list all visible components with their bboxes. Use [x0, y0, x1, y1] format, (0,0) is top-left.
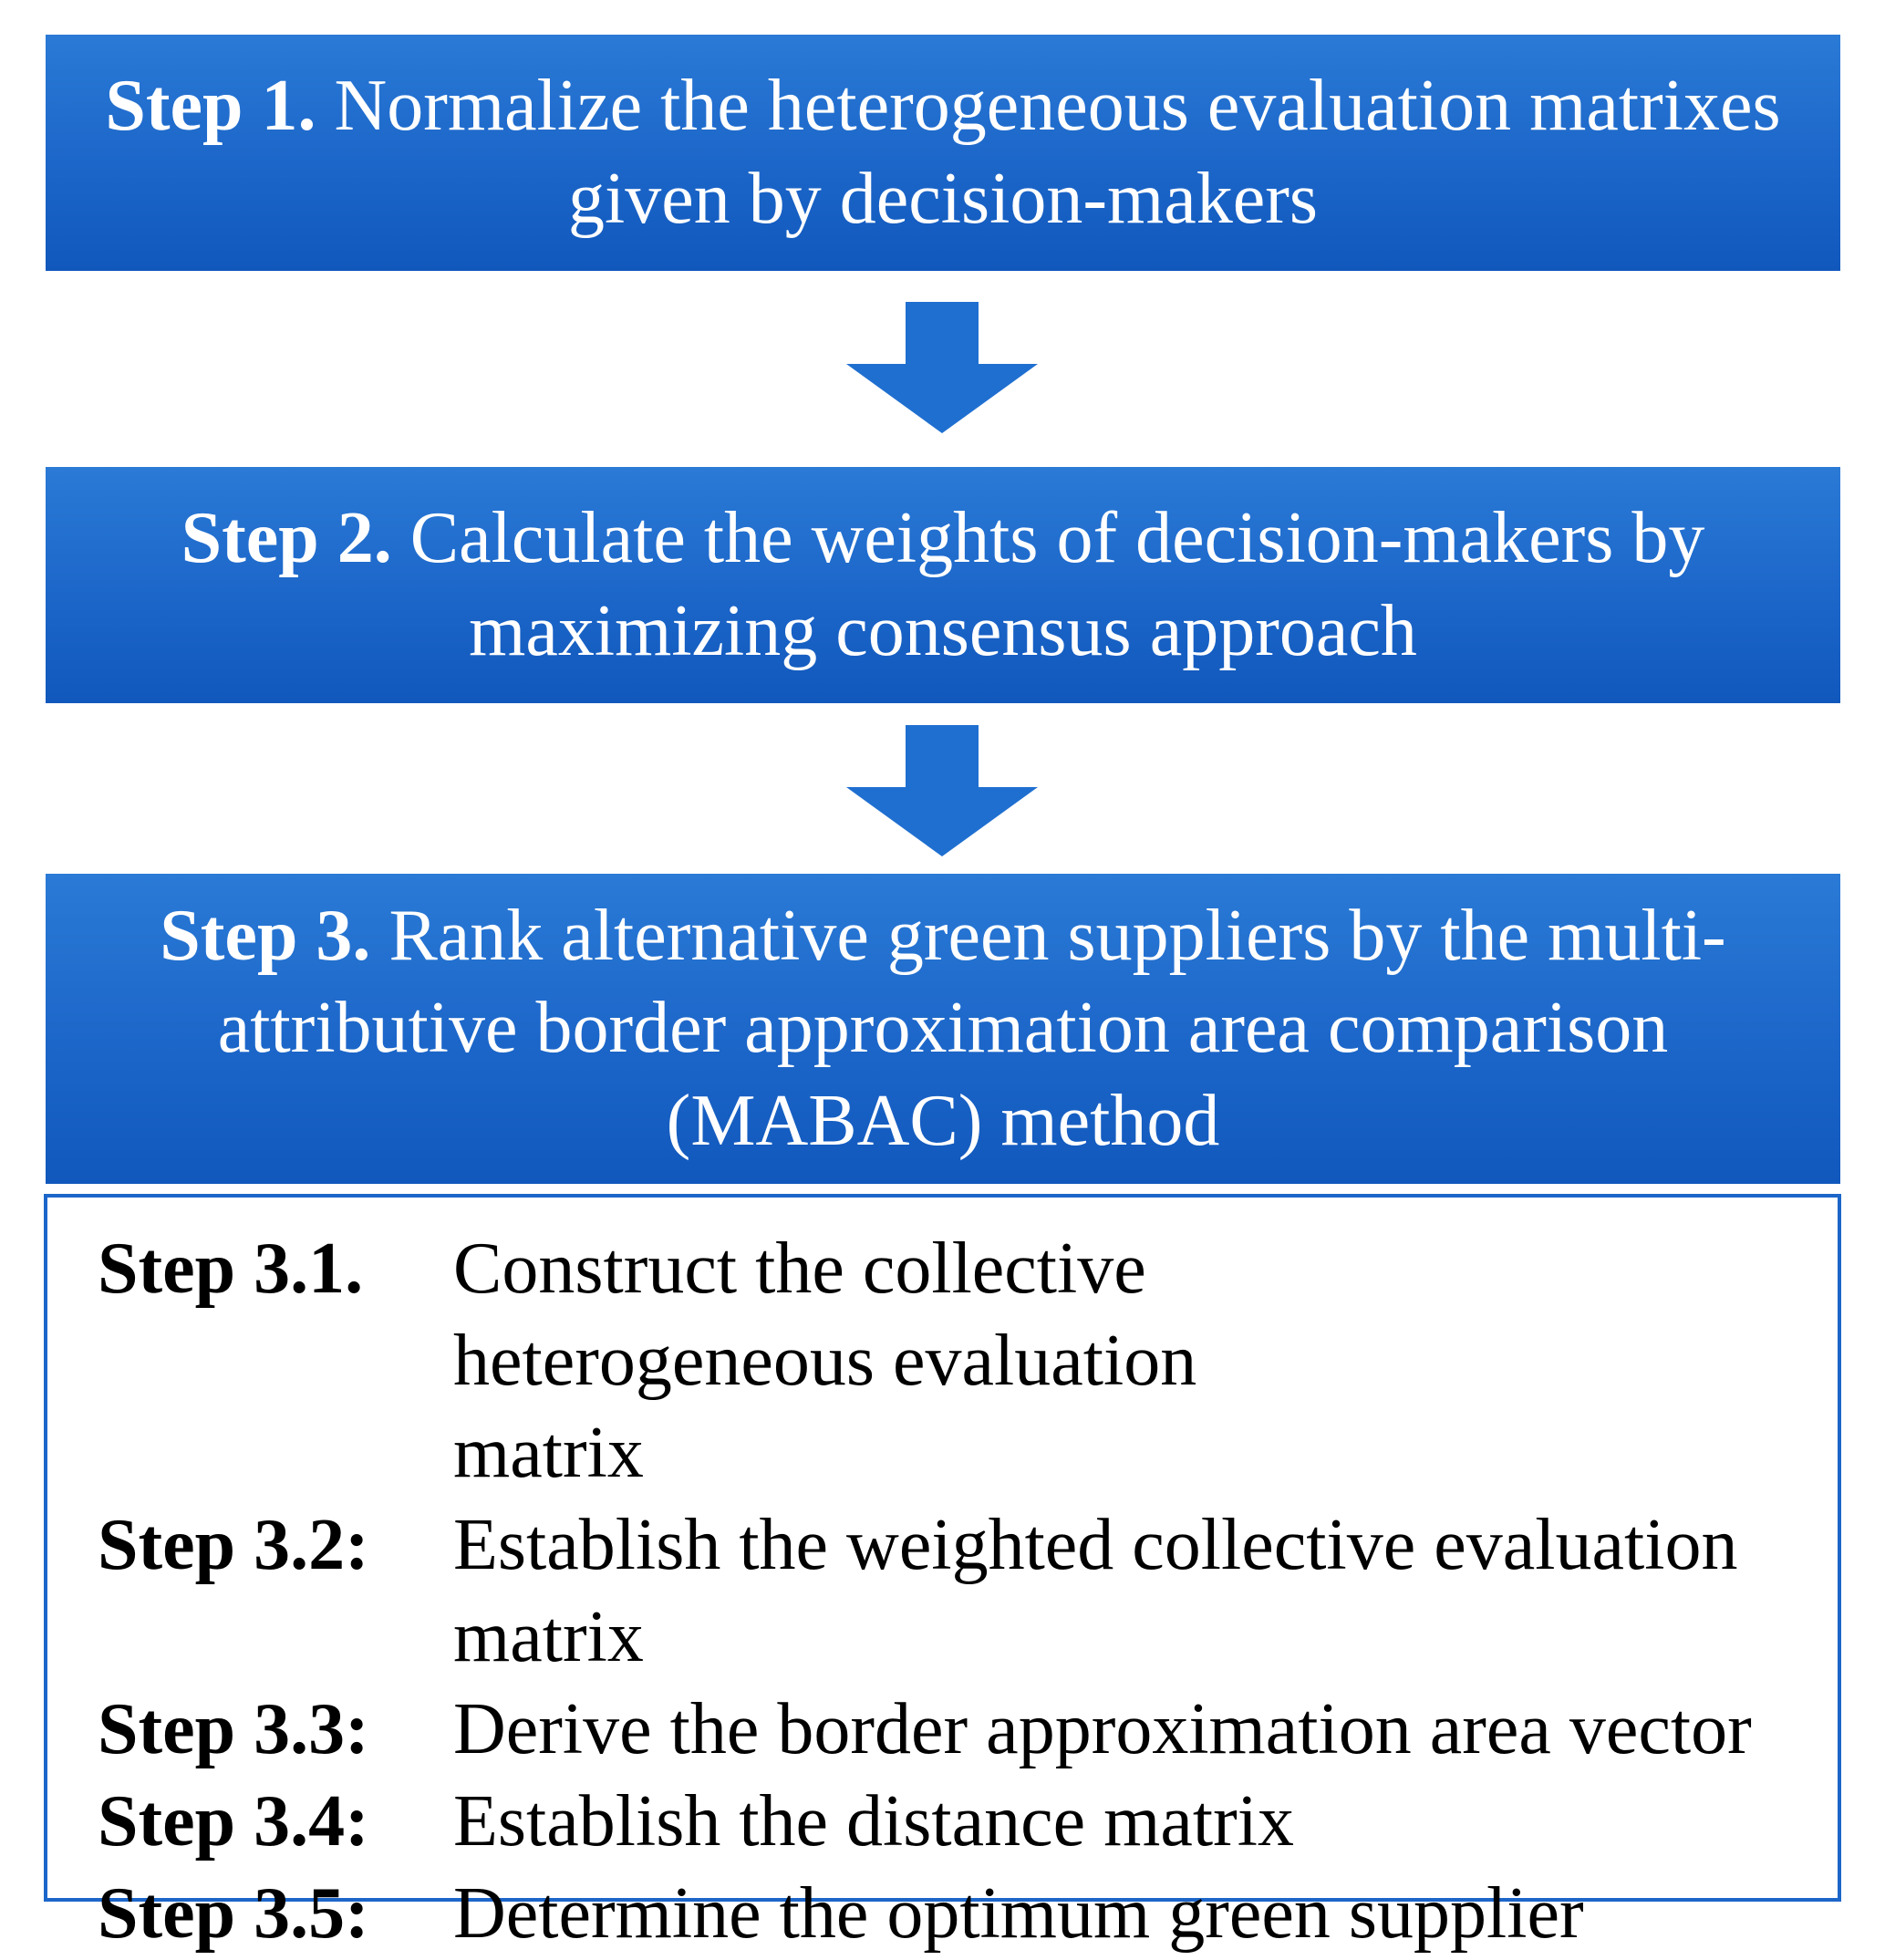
- step-3-box: Step 3. Rank alternative green suppliers…: [46, 874, 1840, 1184]
- substep-3-1-text: Construct the collective heterogeneous e…: [453, 1229, 1197, 1493]
- step-2-label: Step 2.: [181, 497, 392, 578]
- substep-3-5: Step 3.5: Determine the optimum green su…: [98, 1868, 1838, 1960]
- substep-3-1: Step 3.1. Construct the collective heter…: [98, 1223, 1838, 1499]
- step-1-text: Normalize the heterogeneous evaluation m…: [334, 65, 1781, 239]
- substeps-panel: Step 3.1. Construct the collective heter…: [44, 1194, 1841, 1954]
- step-2-box: Step 2. Calculate the weights of decisio…: [46, 467, 1840, 703]
- down-arrow-icon: [846, 725, 1038, 856]
- substep-3-2-label: Step 3.2:: [98, 1505, 369, 1585]
- step-1-label: Step 1.: [105, 65, 316, 146]
- step-3-text: Rank alternative green suppliers by the …: [217, 895, 1726, 1161]
- down-arrow-icon: [846, 302, 1038, 433]
- substep-3-5-text: Determine the optimum green supplier: [453, 1873, 1584, 1954]
- substep-3-4-text: Establish the distance matrix: [453, 1781, 1294, 1861]
- substep-3-1-label: Step 3.1.: [98, 1229, 364, 1309]
- substep-3-3-text: Derive the border approximation area vec…: [453, 1689, 1752, 1769]
- step-1-box: Step 1. Normalize the heterogeneous eval…: [46, 35, 1840, 271]
- substep-3-3-label: Step 3.3:: [98, 1689, 369, 1769]
- substep-3-5-label: Step 3.5:: [98, 1873, 369, 1954]
- substep-3-2: Step 3.2: Establish the weighted collect…: [98, 1499, 1838, 1684]
- step-2-text: Calculate the weights of decision-makers…: [409, 497, 1705, 671]
- substep-3-3: Step 3.3: Derive the border approximatio…: [98, 1684, 1838, 1776]
- substep-3-2-text: Establish the weighted collective evalua…: [453, 1505, 1738, 1677]
- substep-3-4-label: Step 3.4:: [98, 1781, 369, 1861]
- step-3-label: Step 3.: [160, 895, 371, 976]
- substep-3-4: Step 3.4: Establish the distance matrix: [98, 1776, 1838, 1868]
